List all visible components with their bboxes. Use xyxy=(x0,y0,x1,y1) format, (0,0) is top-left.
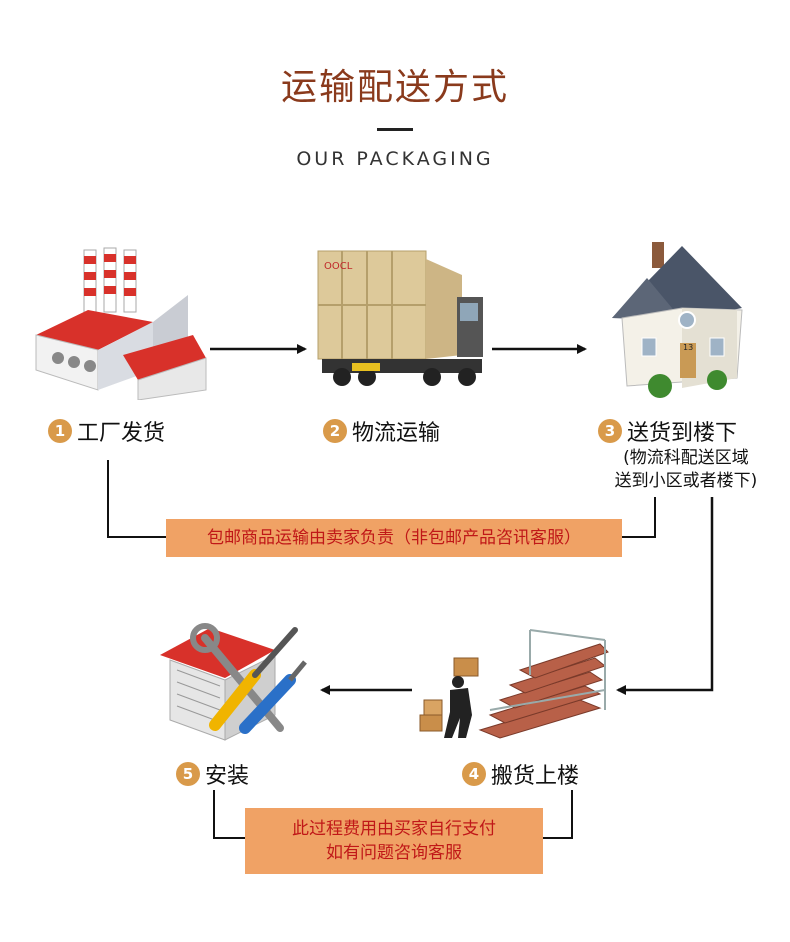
free-shipping-banner: 包邮商品运输由卖家负责（非包邮产品咨讯客服） xyxy=(166,519,622,557)
title-divider xyxy=(377,128,413,131)
step-2-number: 2 xyxy=(323,419,347,443)
step-1-label: 1 工厂发货 xyxy=(48,415,165,447)
house-icon: 13 xyxy=(612,242,743,398)
bracket-left-top xyxy=(107,460,172,538)
step-1-text: 工厂发货 xyxy=(77,421,166,446)
step-3-number: 3 xyxy=(598,419,622,443)
buyer-cost-banner: 此过程费用由买家自行支付 如有问题咨询客服 xyxy=(245,808,543,874)
buyer-cost-line-2: 如有问题咨询客服 xyxy=(326,843,462,863)
step-3-note-line-2: 送到小区或者楼下) xyxy=(614,471,758,491)
step-4-label: 4 搬货上楼 xyxy=(462,758,579,790)
factory-icon xyxy=(35,247,207,400)
step-5-text: 安装 xyxy=(205,764,250,789)
buyer-cost-line-1: 此过程费用由买家自行支付 xyxy=(292,819,496,839)
mover-stairs-icon xyxy=(419,629,609,739)
tools-house-icon xyxy=(160,623,307,741)
bracket-right-bottom xyxy=(540,790,573,839)
truck-icon: OOCL xyxy=(317,250,483,386)
svg-text:OOCL: OOCL xyxy=(324,261,353,272)
step-1-number: 1 xyxy=(48,419,72,443)
step-5-label: 5 安装 xyxy=(176,758,249,790)
step-4-text: 搬货上楼 xyxy=(491,764,580,789)
step-2-text: 物流运输 xyxy=(352,421,441,446)
bracket-right-top xyxy=(620,497,656,538)
svg-text:13: 13 xyxy=(683,343,693,352)
bracket-left-bottom xyxy=(213,790,248,839)
step-3-text: 送货到楼下 xyxy=(627,421,738,446)
page-subtitle: OUR PACKAGING xyxy=(296,148,494,170)
step-5-number: 5 xyxy=(176,762,200,786)
step-3-note: (物流科配送区域 送到小区或者楼下) xyxy=(586,447,786,493)
page-title: 运输配送方式 xyxy=(280,67,509,108)
step-2-label: 2 物流运输 xyxy=(323,415,440,447)
step-3-note-line-1: (物流科配送区域 xyxy=(623,448,749,468)
step-4-number: 4 xyxy=(462,762,486,786)
step-3-label: 3 送货到楼下 xyxy=(598,415,737,447)
arrow-3-4 xyxy=(616,497,714,695)
